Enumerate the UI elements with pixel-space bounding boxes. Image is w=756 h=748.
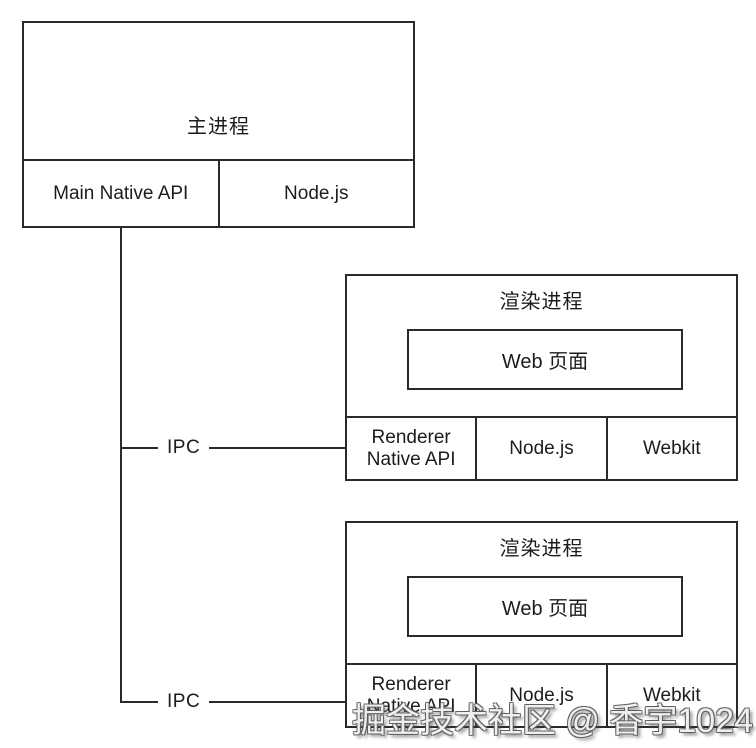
renderer-1-webkit-cell: Webkit	[642, 437, 701, 459]
renderer-2-nodejs-cell: Node.js	[477, 665, 608, 726]
renderer-2-native-api-cell: Renderer Native API	[347, 665, 478, 726]
watermark-text: 掘金技术社区 @ 香宇1024	[351, 702, 753, 740]
renderer-2-webkit-cell: Webkit	[642, 684, 701, 706]
ipc-label-1: IPC	[158, 437, 210, 459]
renderer-1-row: Renderer Native API Node.js Webkit	[347, 416, 736, 479]
renderer-1-title: 渲染进程	[499, 291, 584, 313]
renderer-2-row: Renderer Native API Node.js Webkit	[347, 663, 736, 726]
renderer-2-title: 渲染进程	[499, 538, 584, 560]
ipc-branch-line-1	[121, 447, 345, 449]
main-nodejs-cell: Node.js	[284, 182, 349, 204]
renderer-1-web-page-box: Web 页面	[407, 329, 683, 390]
main-process-row: Main Native API Node.js	[24, 159, 413, 226]
ipc-trunk-line	[120, 228, 122, 703]
renderer-process-box-1: 渲染进程 Web 页面 Renderer Native API Node.js …	[345, 274, 738, 481]
renderer-process-box-2: 渲染进程 Web 页面 Renderer Native API Node.js …	[345, 521, 738, 728]
renderer-1-nodejs-cell: Node.js	[477, 418, 608, 479]
ipc-label-2: IPC	[158, 691, 210, 713]
main-process-title: 主进程	[187, 116, 250, 138]
renderer-1-native-api-cell: Renderer Native API	[347, 418, 478, 479]
main-native-api-cell: Main Native API	[24, 161, 220, 226]
ipc-branch-line-2	[121, 701, 345, 703]
renderer-2-web-page-box: Web 页面	[407, 576, 683, 637]
main-process-box: 主进程 Main Native API Node.js	[22, 21, 415, 228]
